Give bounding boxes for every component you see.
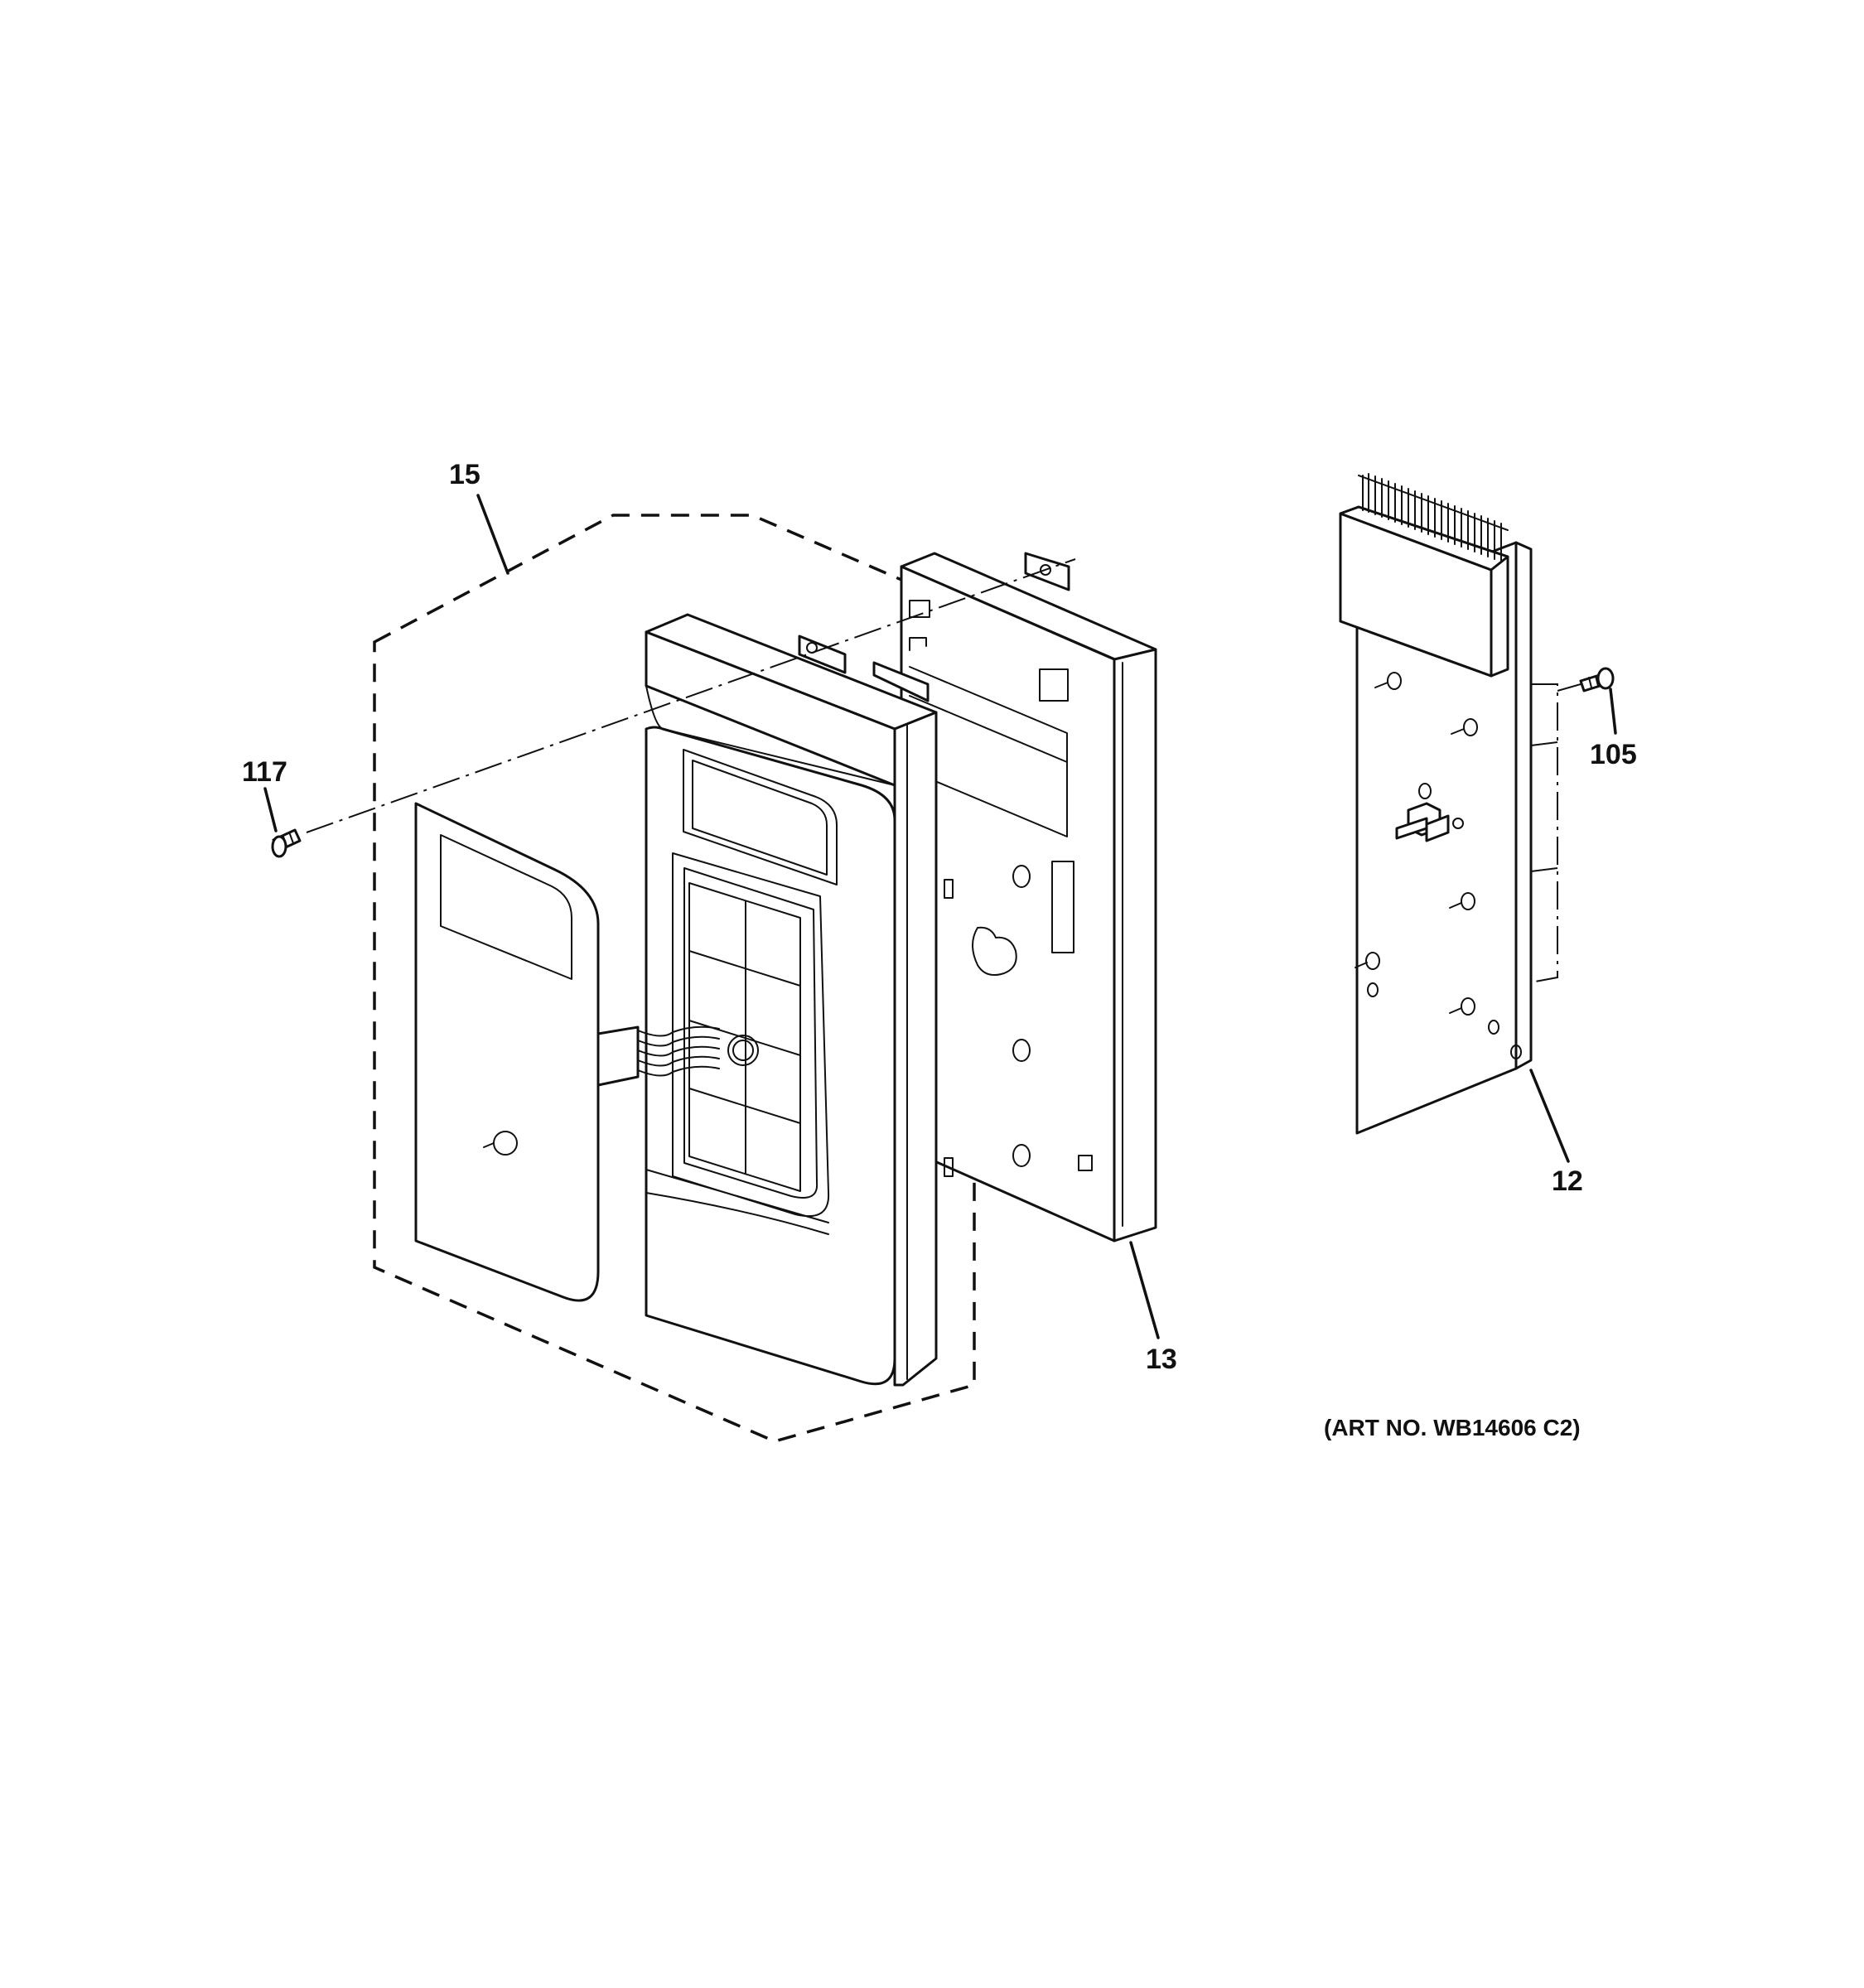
leader-105 bbox=[1609, 688, 1617, 735]
screw-117 bbox=[271, 828, 302, 858]
alignment-line-117 bbox=[306, 558, 1076, 833]
leader-117 bbox=[263, 787, 278, 832]
part-12-control-board bbox=[1339, 473, 1558, 1135]
alignment-line-105 bbox=[1557, 683, 1582, 692]
callout-12: 12 bbox=[1552, 1165, 1583, 1197]
callout-15: 15 bbox=[449, 459, 480, 490]
leader-12 bbox=[1529, 1069, 1570, 1163]
leader-13 bbox=[1129, 1241, 1160, 1339]
screw-105 bbox=[1579, 667, 1615, 692]
part-15-front-frame bbox=[645, 613, 938, 1387]
callout-13: 13 bbox=[1146, 1344, 1177, 1375]
part-15-keypad-overlay bbox=[414, 802, 720, 1302]
callout-105: 105 bbox=[1590, 739, 1637, 770]
leader-15 bbox=[476, 494, 509, 575]
part-13-housing bbox=[900, 552, 1157, 1242]
art-number: (ART NO. WB14606 C2) bbox=[1324, 1415, 1581, 1440]
callout-117: 117 bbox=[242, 756, 287, 788]
